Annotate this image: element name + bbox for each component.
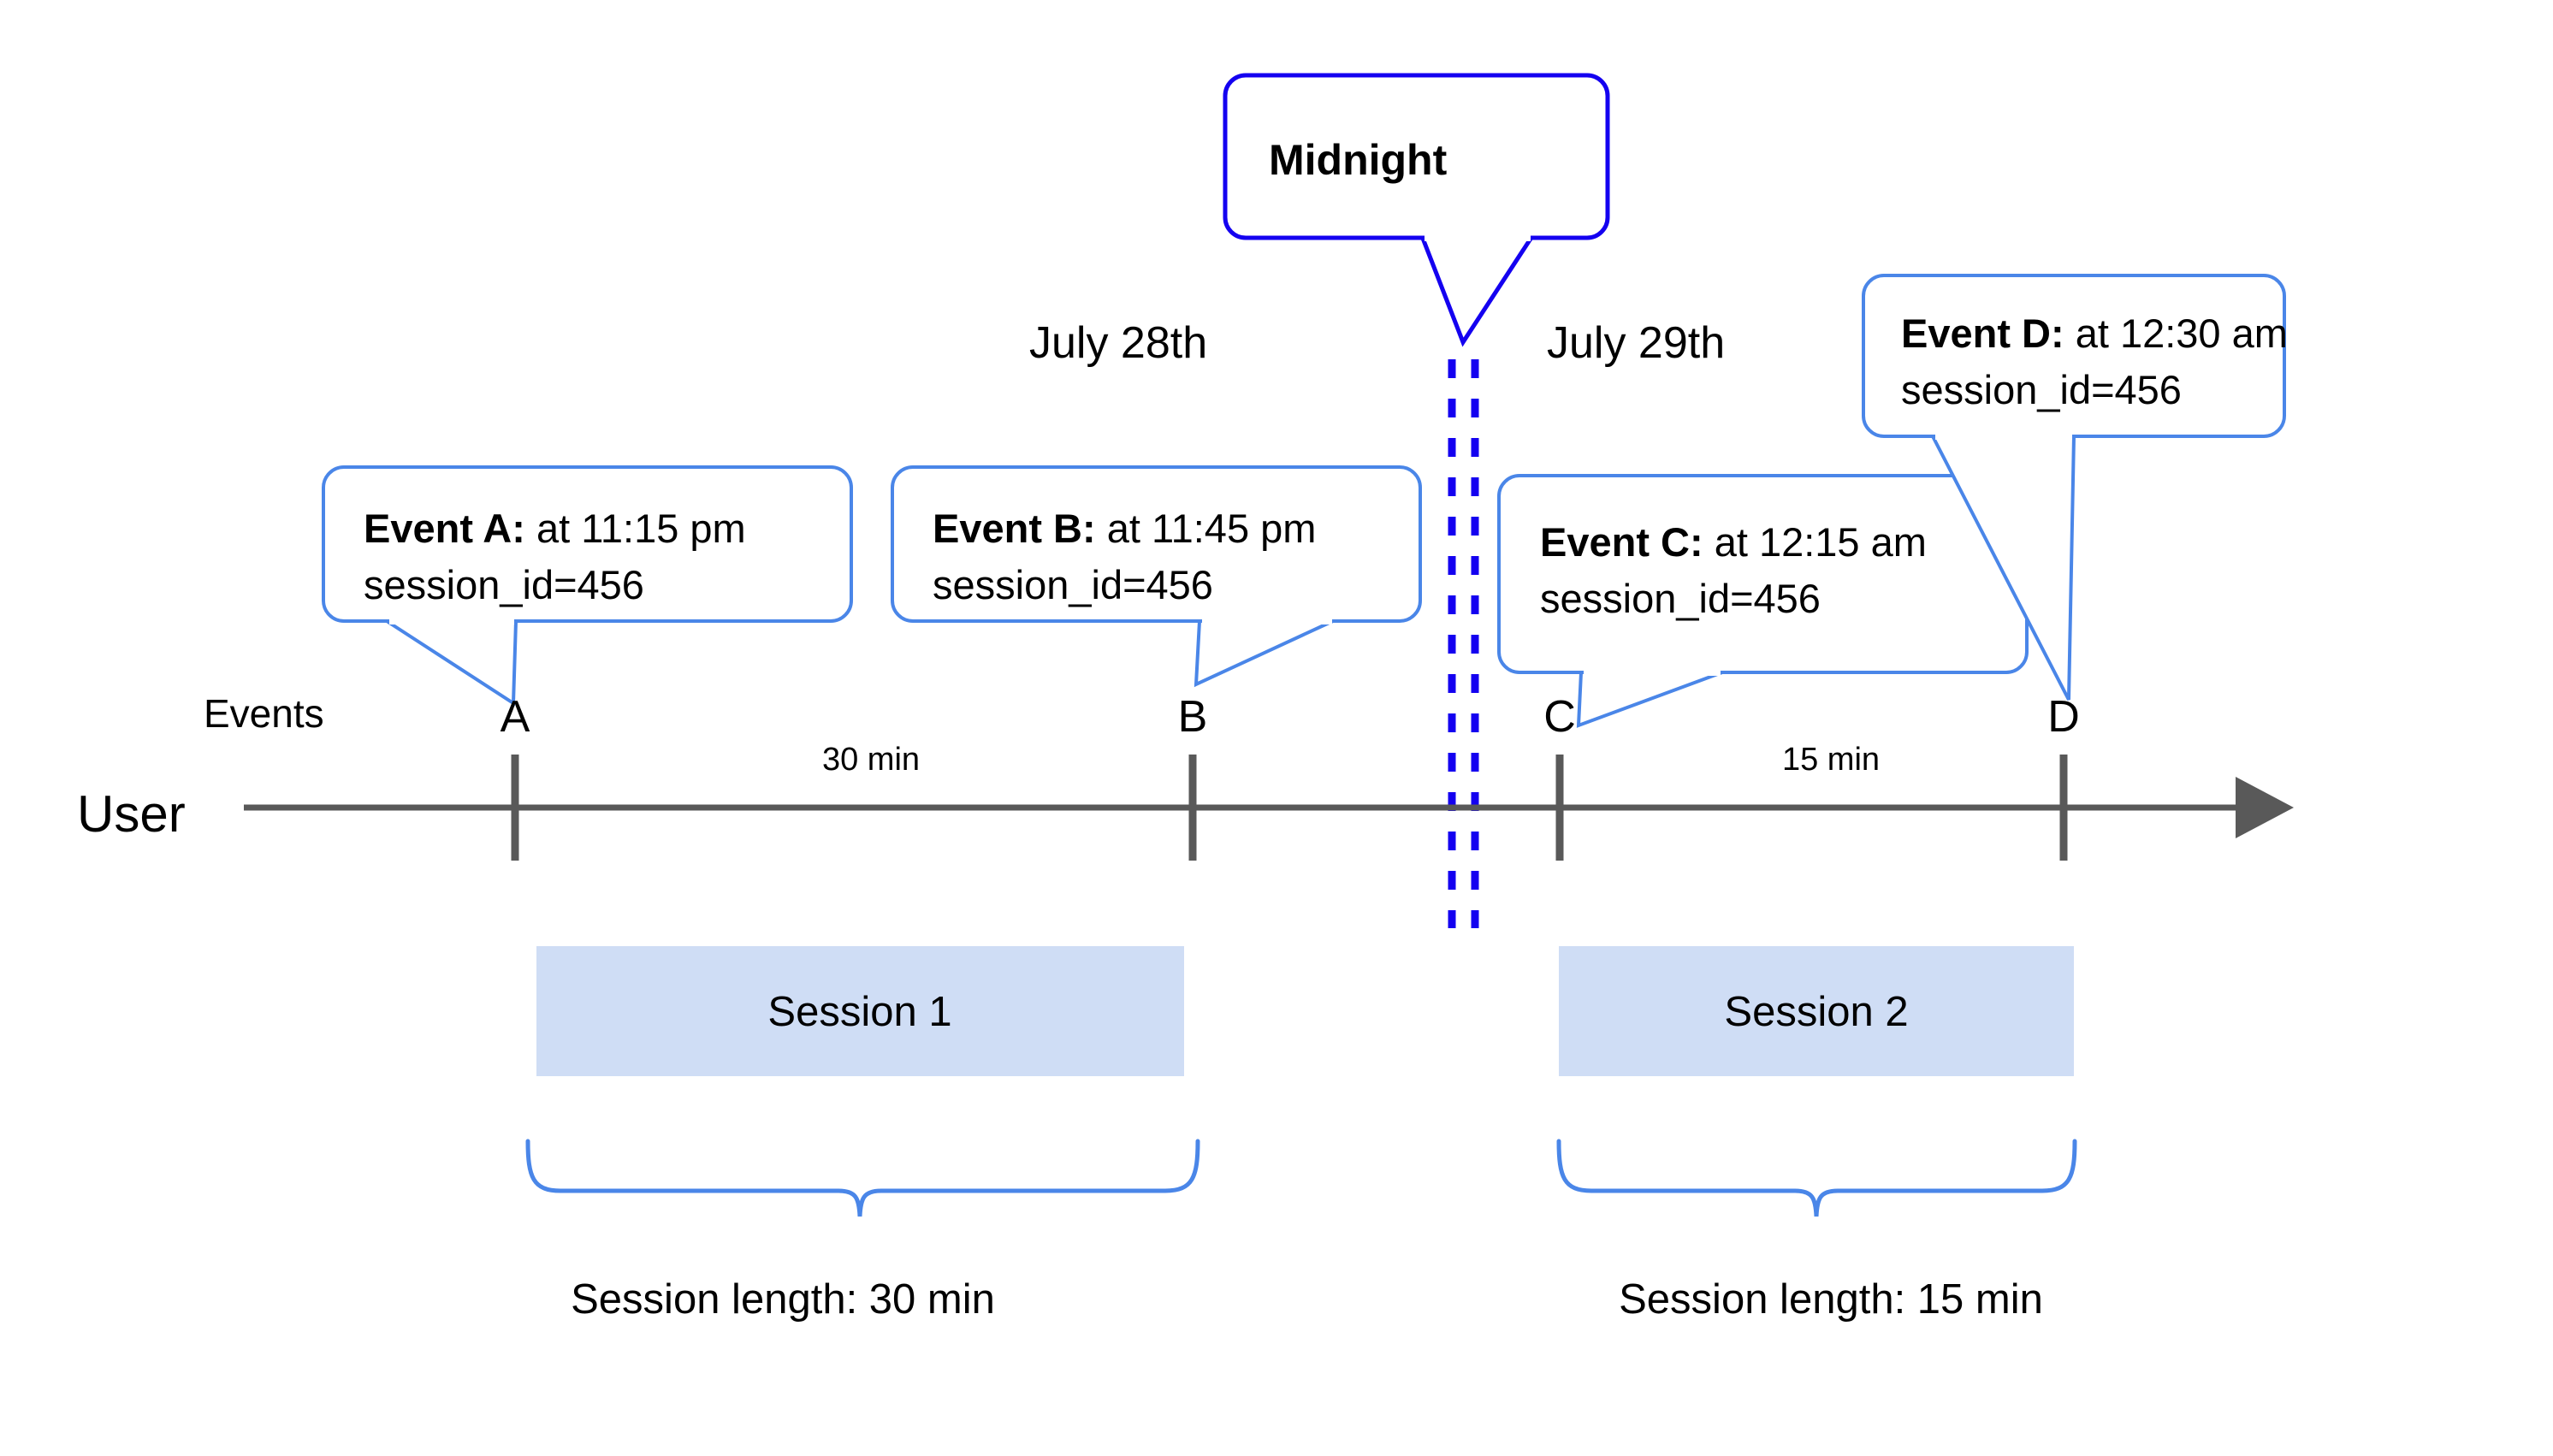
event-b-callout-line2: session_id=456 [933,562,1213,607]
event-c-bold-label: Event C: [1540,519,1703,565]
midnight-callout-shape[interactable] [1223,73,1610,347]
event-b-tail-mask [1202,613,1332,624]
event-d-bold-label: Event D: [1901,311,2064,356]
event-d-callout-line2: session_id=456 [1901,367,2182,412]
event-b-callout-line1: Event B: at 11:45 pm [933,506,1316,551]
event-d-callout-shape[interactable] [1862,274,2286,701]
event-b-bold-label: Event B: [933,506,1096,551]
interval-label-30-min: 30 min [822,742,920,778]
date-label-july-28: July 28th [1029,318,1207,368]
timeline-arrow-head [2236,777,2294,838]
midnight-label: Midnight [1269,136,1448,184]
session-1-brace [525,1139,1200,1217]
event-a-callout-shape[interactable] [322,465,853,707]
session-2-brace [1556,1139,2077,1217]
event-b-callout-box [891,465,1422,623]
event-a-callout-box [322,465,853,623]
tick-label-b: B [1178,692,1208,742]
event-a-callout-line2: session_id=456 [364,562,644,607]
event-d-tail-mask [1935,428,2072,440]
event-d-time-label: at 12:30 am [2064,311,2288,356]
event-c-time-label: at 12:15 am [1703,519,1927,565]
event-c-callout-shape[interactable] [1497,474,2029,728]
date-label-july-29: July 29th [1547,318,1725,368]
session-1-rect[interactable] [536,946,1184,1076]
event-b-callout-shape[interactable] [891,465,1422,688]
event-c-tail-mask [1584,664,1721,676]
event-d-callout-line1: Event D: at 12:30 am [1901,311,2288,356]
tick-label-a: A [501,692,530,742]
session-2-length-label: Session length: 15 min [1619,1276,2043,1323]
event-b-time-label: at 11:45 pm [1096,506,1317,551]
session-2-rect[interactable] [1559,946,2074,1076]
event-d-callout-box [1862,274,2286,438]
tick-label-c: C [1543,692,1576,742]
midnight-callout-box [1223,73,1610,240]
events-row-label: Events [204,691,324,736]
event-c-callout-line1: Event C: at 12:15 am [1540,519,1927,565]
session-1-label: Session 1 [767,989,951,1035]
user-row-label: User [77,785,186,843]
event-a-tail-mask [389,613,514,624]
interval-label-15-min: 15 min [1782,742,1880,778]
event-a-callout-line1: Event A: at 11:15 pm [364,506,746,551]
midnight-divider-group [1448,359,1479,928]
tick-label-d: D [2047,692,2080,742]
session-1-length-label: Session length: 30 min [571,1276,995,1323]
timeline-axis-group [244,755,2294,861]
midnight-tail-mask [1425,228,1531,241]
session-2-label: Session 2 [1724,989,1908,1035]
event-c-callout-line2: session_id=456 [1540,576,1821,621]
event-a-bold-label: Event A: [364,506,525,551]
event-a-time-label: at 11:15 pm [525,506,746,551]
